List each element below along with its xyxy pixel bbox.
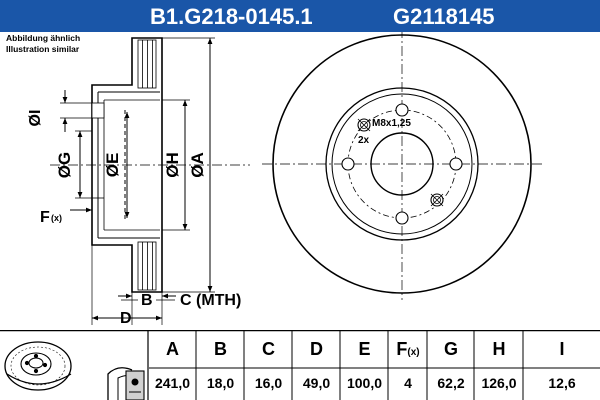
technical-drawing: ØI ØG ØE ØH ØA F (x) B C (MTH) D: [27, 32, 542, 327]
caliper-icon: [107, 367, 145, 400]
header-f-letter: F: [396, 339, 408, 359]
title-bar: B1.G218-0145.1 G2118145: [0, 0, 600, 32]
value-h: 126,0: [481, 375, 517, 391]
label-diameter-g: ØG: [55, 152, 74, 178]
value-c: 16,0: [254, 375, 283, 391]
header-f: F(x): [389, 331, 427, 368]
bolt-hole-left: [341, 157, 355, 171]
label-min-thickness-c: C (MTH): [180, 292, 241, 309]
value-i: 12,6: [548, 375, 576, 391]
dimension-table: A B C D E F(x) G H I 241,0 18,0 16,0 49,…: [0, 330, 600, 400]
value-g: 62,2: [437, 375, 465, 391]
label-diameter-h: ØH: [163, 152, 182, 178]
value-a: 241,0: [154, 375, 191, 391]
label-diameter-a: ØA: [188, 152, 207, 178]
front-view: [262, 32, 542, 300]
bolt-hole-bottom: [395, 211, 409, 225]
product-code: G2118145: [393, 4, 495, 29]
note-line-en: Illustration similar: [6, 44, 80, 54]
value-e: 100,0: [346, 375, 383, 391]
table-grid: [0, 330, 600, 400]
header-h: H: [492, 339, 506, 359]
header-f-sub: (x): [407, 347, 420, 358]
header-g: G: [443, 339, 458, 359]
header-a: A: [166, 339, 179, 359]
threaded-hole-lower-right: [430, 193, 444, 207]
vent-channels-bottom: [137, 241, 157, 291]
threaded-hole-upper-left: [357, 118, 371, 132]
label-diameter-i: ØI: [27, 110, 44, 127]
label-height-d: D: [120, 310, 132, 327]
note-line-de: Abbildung ähnlich: [6, 33, 81, 43]
dimension-lines: [60, 37, 215, 325]
part-number: B1.G218-0145.1: [150, 4, 313, 29]
illustration-note: Abbildung ähnlich Illustration similar: [6, 33, 80, 55]
thread-spec: M8x1,25: [372, 118, 411, 129]
header-e: E: [358, 339, 371, 359]
header-b: B: [214, 339, 227, 359]
label-thickness-b: B: [141, 292, 153, 309]
thread-callout: M8x1,25 2x: [358, 118, 411, 146]
bolt-hole-top: [395, 103, 409, 117]
value-b: 18,0: [206, 375, 235, 391]
header-d: D: [310, 339, 323, 359]
dimension-labels: ØI ØG ØE ØH ØA F (x) B C (MTH) D: [27, 110, 241, 327]
bolt-hole-right: [449, 157, 463, 171]
header-i: I: [559, 339, 565, 359]
label-diameter-e: ØE: [103, 153, 122, 178]
label-offset-f: F: [40, 209, 50, 226]
value-d: 49,0: [302, 375, 331, 391]
vent-channels-top: [137, 39, 157, 89]
label-offset-f-sub: (x): [51, 213, 62, 223]
disc-thumbnail: [4, 341, 72, 391]
thread-count: 2x: [358, 135, 370, 146]
header-c: C: [262, 339, 275, 359]
value-f: 4: [404, 375, 412, 391]
